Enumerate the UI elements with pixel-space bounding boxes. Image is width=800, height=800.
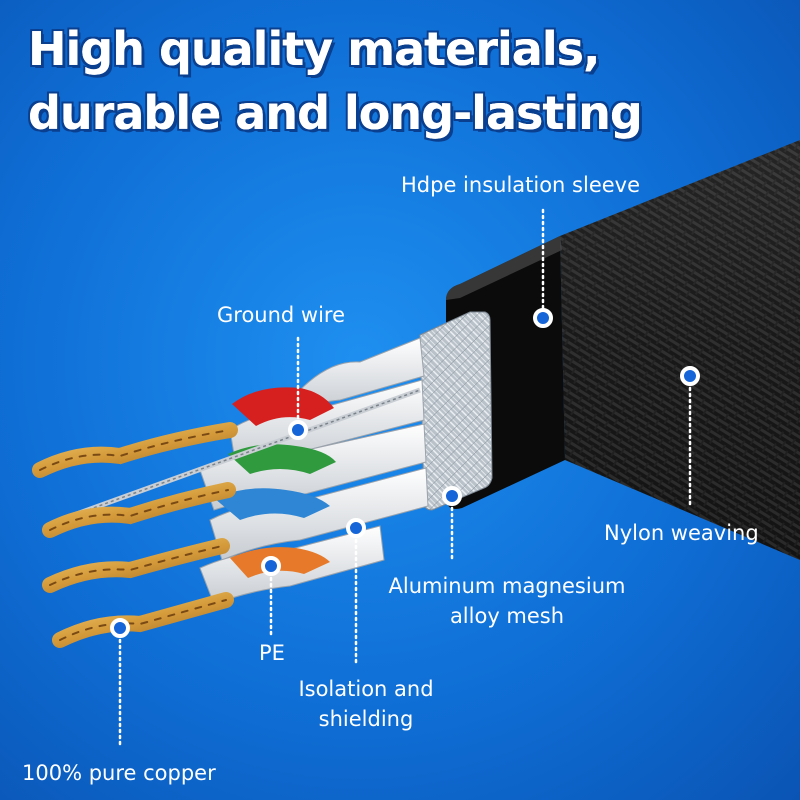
label-isolation-and-shielding: Isolation and shielding xyxy=(286,674,446,734)
copper-conductors xyxy=(32,422,238,648)
callout-dot-nylon xyxy=(680,366,700,386)
label-pure-copper: 100% pure copper xyxy=(22,761,216,785)
label-nylon-weaving: Nylon weaving xyxy=(604,521,759,545)
label-pe: PE xyxy=(259,641,285,665)
leader-lines xyxy=(118,208,692,750)
label-ground-wire: Ground wire xyxy=(217,303,346,327)
callout-dots xyxy=(110,308,700,638)
label-isolation-line-1: Isolation and xyxy=(298,677,434,701)
label-aluminum-magnesium-alloy-mesh: Aluminum magnesium alloy mesh xyxy=(372,571,642,631)
headline-line-2: durable and long-lasting xyxy=(28,86,643,140)
callout-dot-hdpe xyxy=(533,308,553,328)
callout-dot-isolation xyxy=(346,518,366,538)
callout-dot-aluminum xyxy=(442,486,462,506)
callout-dot-pe xyxy=(261,556,281,576)
nylon-jacket xyxy=(560,140,800,560)
callout-dot-ground xyxy=(288,420,308,440)
callout-dot-copper xyxy=(110,618,130,638)
label-aluminum-line-1: Aluminum magnesium xyxy=(388,574,626,598)
headline-line-1: High quality materials, xyxy=(28,22,600,76)
label-hdpe-insulation-sleeve: Hdpe insulation sleeve xyxy=(401,173,641,197)
label-aluminum-line-2: alloy mesh xyxy=(449,604,565,628)
wire-pairs xyxy=(59,337,429,605)
label-isolation-line-2: shielding xyxy=(318,707,414,731)
alloy-mesh xyxy=(419,311,493,511)
